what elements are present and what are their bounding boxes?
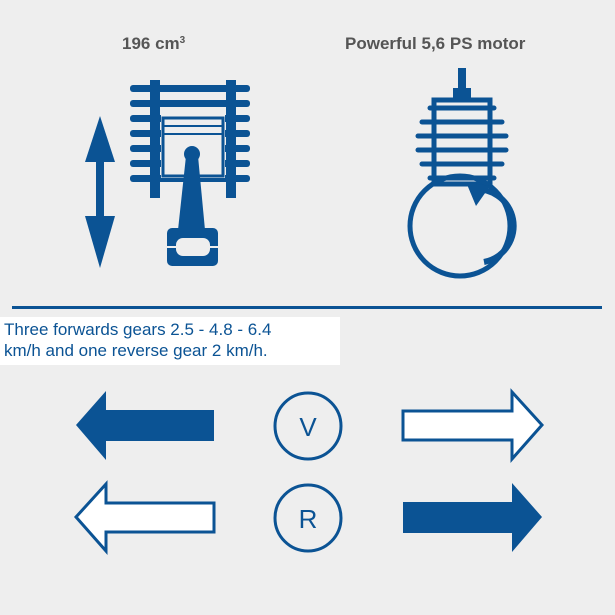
- arrow-left-filled-icon: [76, 391, 214, 460]
- gear-description-line2: km/h and one reverse gear 2 km/h.: [4, 341, 268, 360]
- arrow-left-outline-icon: [73, 480, 216, 555]
- piston-icon: [130, 80, 250, 266]
- motor-icon: [407, 68, 517, 279]
- reverse-gear-letter: R: [299, 504, 318, 534]
- motor-power-label: Powerful 5,6 PS motor: [345, 34, 526, 53]
- displacement-label: 196 cm3: [122, 34, 186, 53]
- gear-description-line1: Three forwards gears 2.5 - 4.8 - 6.4: [4, 320, 272, 339]
- reverse-gear-badge: R: [273, 483, 343, 553]
- section-divider: [12, 306, 602, 309]
- forward-gear-letter: V: [299, 412, 317, 442]
- cubic-superscript: 3: [179, 35, 186, 46]
- arrow-right-outline-icon: [401, 388, 545, 463]
- gear-description: Three forwards gears 2.5 - 4.8 - 6.4 km/…: [0, 317, 340, 365]
- forward-gear-badge: V: [273, 391, 343, 461]
- arrow-right-filled-icon: [403, 483, 542, 552]
- stroke-arrow-icon: [85, 116, 115, 268]
